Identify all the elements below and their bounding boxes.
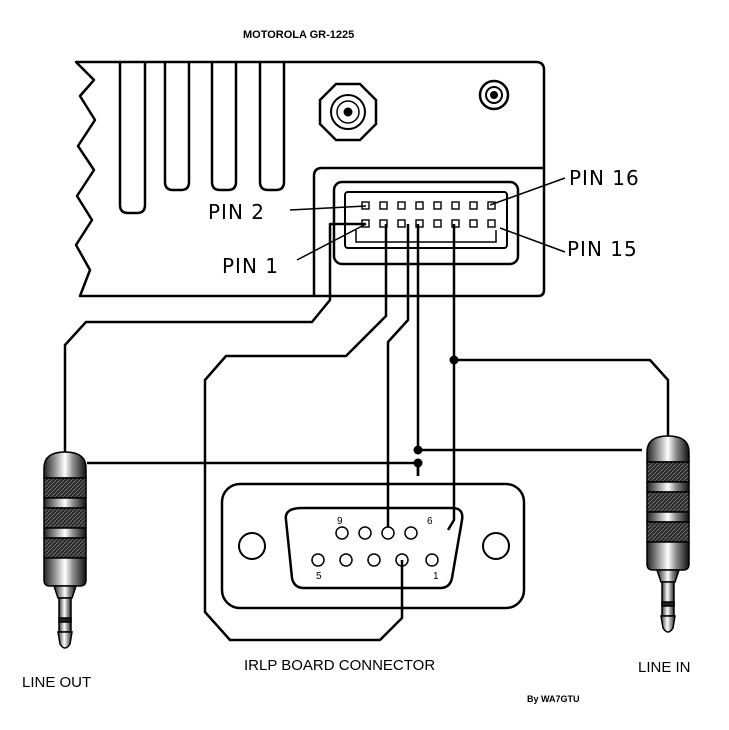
- line-in-plug: [646, 435, 690, 633]
- junction-dots: [413, 355, 459, 468]
- pin-15-label: PIN 15: [567, 237, 638, 261]
- connector-pin: [397, 219, 406, 228]
- connector-pin: [487, 219, 496, 228]
- connector-pin: [469, 201, 478, 210]
- line-out-label: LINE OUT: [22, 674, 92, 691]
- pin-1-label: PIN 1: [222, 254, 280, 278]
- connector-pin: [415, 201, 424, 210]
- connector-pin: [469, 219, 478, 228]
- connector-pin: [397, 201, 406, 210]
- line-out-plug: [43, 451, 87, 649]
- diagram-title: MOTOROLA GR-1225: [243, 29, 355, 41]
- pin-leader-lines: [289, 177, 566, 261]
- irlp-connector-label: IRLP BOARD CONNECTOR: [244, 657, 436, 674]
- connector-pin: [379, 219, 388, 228]
- line-in-label: LINE IN: [638, 659, 691, 676]
- db9-pin-5-label: 5: [316, 571, 322, 582]
- pin-2-label: PIN 2: [208, 200, 266, 224]
- db9-pin-1-label: 1: [433, 571, 439, 582]
- connector-pin: [487, 201, 496, 210]
- antenna-connector: [318, 82, 378, 142]
- connector-pin: [415, 219, 424, 228]
- db9-connector: [220, 482, 526, 610]
- connector-pin: [379, 201, 388, 210]
- connector-pin: [451, 201, 460, 210]
- wires: [63, 222, 670, 642]
- db9-pin-9-label: 9: [337, 516, 343, 527]
- connector-pin: [451, 219, 460, 228]
- connector-pin: [433, 201, 442, 210]
- connector-pin: [433, 219, 442, 228]
- round-port: [478, 79, 510, 111]
- author-credit: By WA7GTU: [527, 694, 580, 704]
- db9-pin-6-label: 6: [427, 516, 433, 527]
- pin-16-label: PIN 16: [569, 166, 640, 190]
